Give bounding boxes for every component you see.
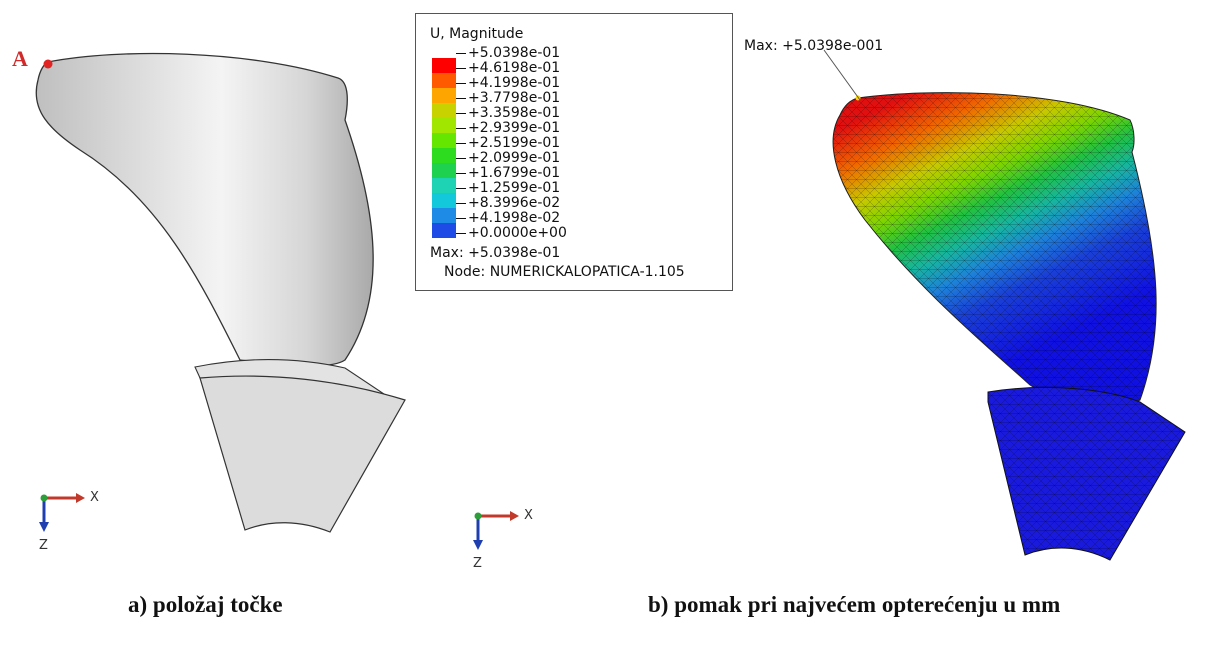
legend-swatch — [432, 163, 456, 178]
contour-legend: U, Magnitude +5.0398e-01+4.6198e-01+4.19… — [415, 13, 733, 291]
max-leader-line — [823, 49, 861, 101]
point-a-marker — [43, 59, 53, 69]
legend-tick-label: +4.6198e-01 — [456, 61, 560, 76]
axis-z-label: Z — [473, 556, 482, 571]
axis-triad-right: X Z — [470, 506, 560, 586]
legend-tick-label: +2.0999e-01 — [456, 151, 560, 166]
legend-tick-label: +1.2599e-01 — [456, 181, 560, 196]
legend-tick-label: +4.1998e-02 — [456, 211, 560, 226]
legend-title: U, Magnitude — [430, 26, 524, 42]
axis-x-label: X — [90, 490, 99, 505]
legend-tick-label: +5.0398e-01 — [456, 46, 560, 61]
blade-geometry-view — [35, 52, 406, 533]
caption-left: a) položaj točke — [128, 592, 283, 617]
legend-tick-label: +1.6799e-01 — [456, 166, 560, 181]
legend-tick-label: +0.0000e+00 — [456, 226, 567, 241]
axis-z-label: Z — [39, 538, 48, 553]
legend-swatch — [432, 193, 456, 208]
legend-swatch — [432, 148, 456, 163]
blade-surface — [35, 52, 374, 367]
legend-swatch — [432, 103, 456, 118]
blade-root — [199, 375, 406, 533]
caption-right: b) pomak pri najvećem opterećenju u mm — [648, 592, 1061, 617]
legend-swatch — [432, 223, 456, 238]
legend-tick-label: +2.5199e-01 — [456, 136, 560, 151]
legend-tick-label: +3.3598e-01 — [456, 106, 560, 121]
legend-node-id: Node: NUMERICKALOPATICA-1.105 — [444, 264, 685, 280]
legend-swatch — [432, 133, 456, 148]
legend-swatch — [432, 178, 456, 193]
legend-tick-label: +2.9399e-01 — [456, 121, 560, 136]
legend-swatch — [432, 118, 456, 133]
axis-triad-left: X Z — [36, 488, 126, 568]
legend-tick-label: +4.1998e-01 — [456, 76, 560, 91]
legend-swatch — [432, 73, 456, 88]
legend-color-bar — [432, 58, 456, 238]
displacement-contour-view — [832, 92, 1186, 561]
legend-tick-label: +3.7798e-01 — [456, 91, 560, 106]
point-a-label: A — [12, 46, 28, 71]
legend-swatch — [432, 88, 456, 103]
legend-swatch — [432, 58, 456, 73]
legend-tick-label: +8.3996e-02 — [456, 196, 560, 211]
legend-swatch — [432, 208, 456, 223]
max-value-annotation: Max: +5.0398e-001 — [744, 38, 884, 54]
legend-max-value: Max: +5.0398e-01 — [430, 245, 561, 261]
axis-x-label: X — [524, 508, 533, 523]
